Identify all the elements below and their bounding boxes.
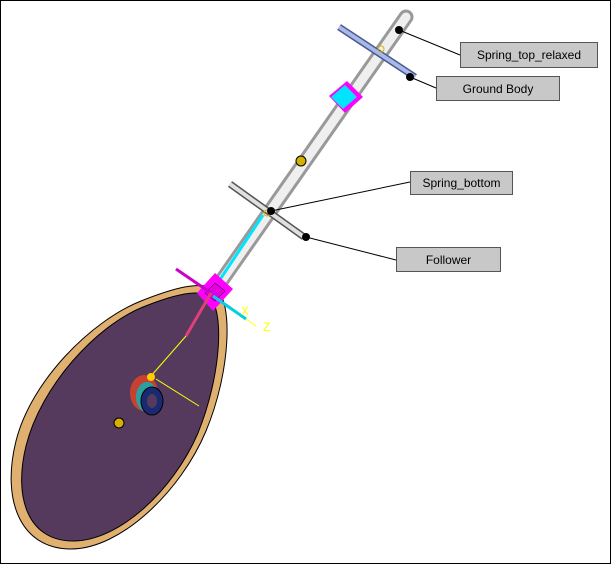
cm-marker bbox=[295, 155, 307, 167]
callout-ground-body[interactable]: Ground Body bbox=[436, 76, 560, 101]
cam-hub bbox=[130, 373, 164, 416]
callout-spring-top-relaxed[interactable]: Spring_top_relaxed bbox=[460, 42, 598, 68]
follower-shaft[interactable] bbox=[205, 9, 414, 301]
cm-marker bbox=[113, 417, 125, 429]
callout-spring-bottom[interactable]: Spring_bottom bbox=[410, 171, 513, 195]
axis-triad: X Z bbox=[150, 267, 270, 407]
axis-x-label: X bbox=[241, 304, 249, 318]
point-spring-top[interactable] bbox=[395, 26, 403, 34]
leader-lines bbox=[270, 29, 461, 261]
spring-marker bbox=[329, 81, 363, 113]
point-spring-bottom[interactable] bbox=[267, 207, 275, 215]
point-ground[interactable] bbox=[406, 73, 414, 81]
axis-z-label: Z bbox=[263, 320, 270, 334]
point-follower[interactable] bbox=[302, 233, 310, 241]
cam-body[interactable] bbox=[10, 284, 228, 550]
callout-follower[interactable]: Follower bbox=[396, 247, 501, 272]
